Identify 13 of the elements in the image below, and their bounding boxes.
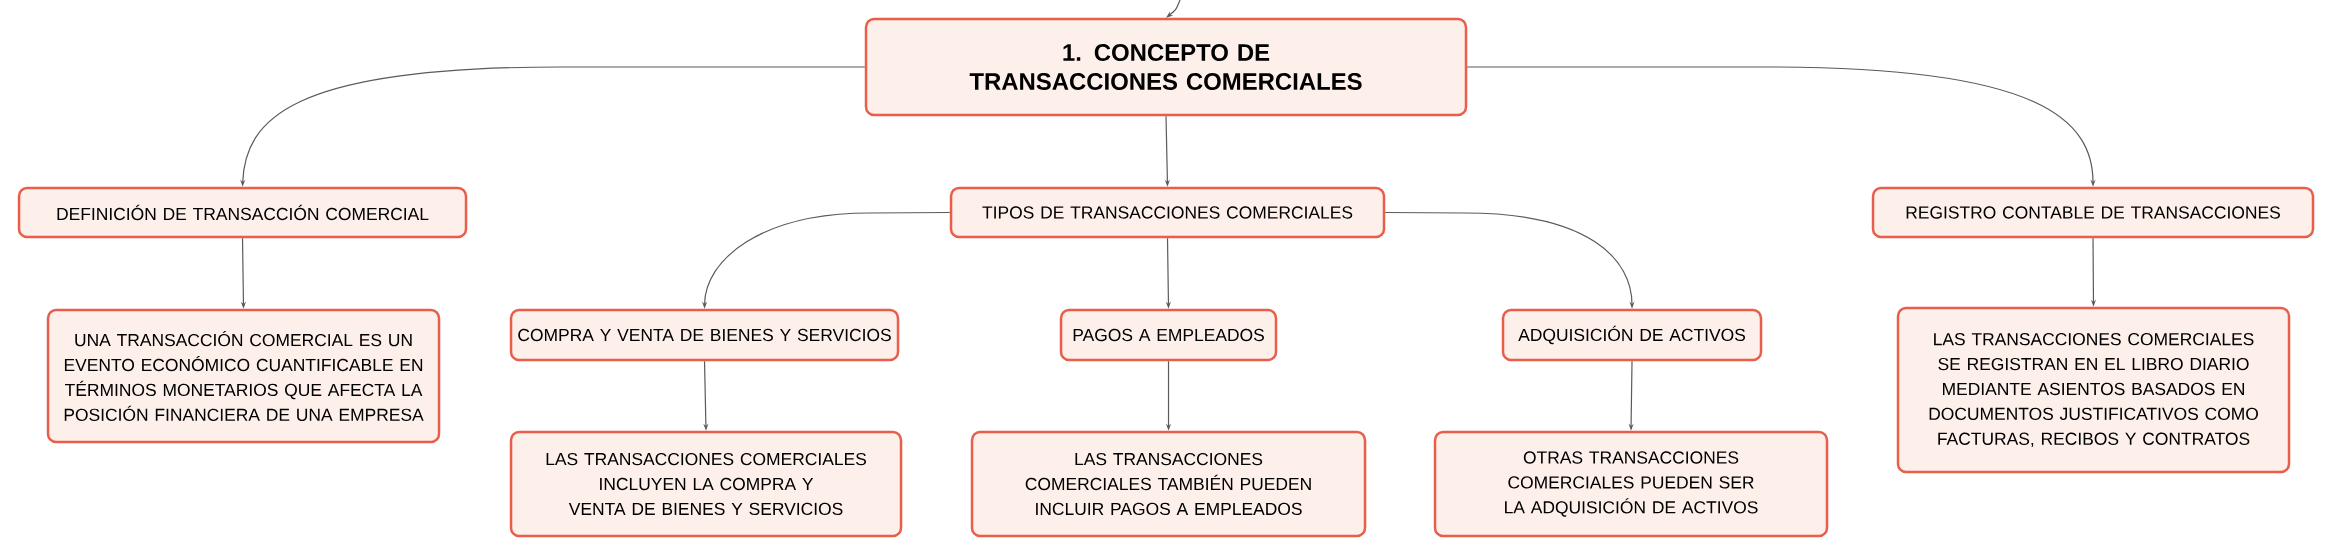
- subtopic-box: LAS TRANSACCIONES COMERCIALES SE REGISTRAN EN EL LIBRO DIARIO MEDIANTE ASIENTOS BASADOS EN DOCUMENTOS JUSTIFICATIVOS COMO FACTURAS, RECIBOS Y CONTRATOS: [1896, 306, 2291, 474]
- subtopic-box: PAGOS A EMPLEADOS: [1059, 308, 1278, 362]
- subtopic-box: OTRAS TRANSACCIONES COMERCIALES PUEDEN SER LA ADQUISICIÓN DE ACTIVOS: [1433, 430, 1829, 538]
- subtopic-box: COMPRA Y VENTA DE BIENES Y SERVICIOS: [509, 308, 900, 362]
- subtopic-box: ADQUISICIÓN DE ACTIVOS: [1501, 308, 1763, 362]
- subtopic-box: REGISTRO CONTABLE DE TRANSACCIONES: [1871, 186, 2315, 239]
- subtopic-box: UNA TRANSACCIÓN COMERCIAL ES UN EVENTO ECONÓMICO CUANTIFICABLE EN TÉRMINOS MONETARIOS QUE AFECTA LA POSICIÓN FINANCIERA DE UNA EMPRESA: [46, 308, 441, 444]
- subtopic-box: LAS TRANSACCIONES COMERCIALES TAMBIÉN PUEDEN INCLUIR PAGOS A EMPLEADOS: [970, 430, 1367, 538]
- connector-arrow: [1166, 0, 1181, 18]
- topic-box: 1. CONCEPTO DE TRANSACCIONES COMERCIALES: [864, 17, 1468, 117]
- subtopic-box: TIPOS DE TRANSACCIONES COMERCIALES: [949, 186, 1386, 239]
- subtopic-box: DEFINICIÓN DE TRANSACCIÓN COMERCIAL: [17, 186, 468, 239]
- subtopic-box: LAS TRANSACCIONES COMERCIALES INCLUYEN LA COMPRA Y VENTA DE BIENES Y SERVICIOS: [509, 430, 903, 538]
